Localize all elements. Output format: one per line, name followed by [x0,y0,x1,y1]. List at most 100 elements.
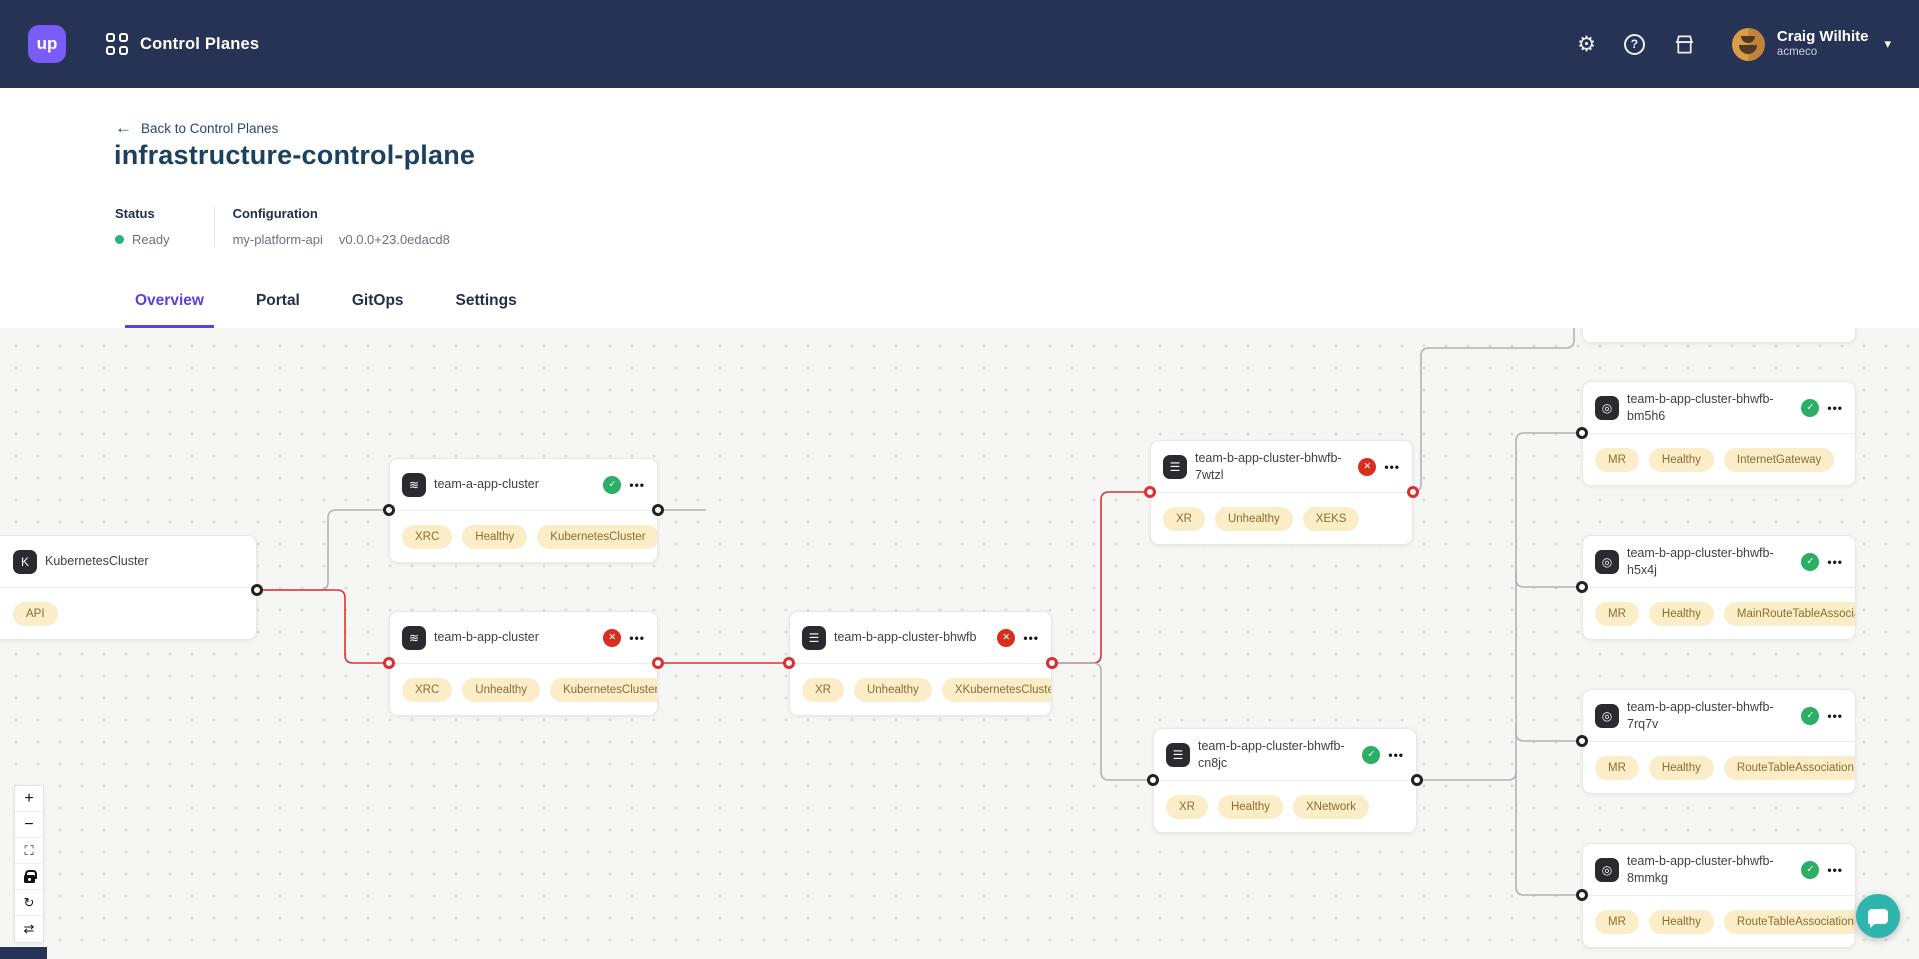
more-options-button[interactable]: ••• [1827,554,1843,569]
managed-resource-icon: ◎ [1595,857,1619,882]
badge: Healthy [1648,755,1714,780]
avatar [1731,27,1765,61]
connection-handle[interactable] [1576,735,1588,747]
node-kubernetescluster[interactable]: K KubernetesCluster API [0,535,257,640]
tab-portal[interactable]: Portal [255,292,300,309]
canvas-controls: + − ⛶ ↻ ⇄ [14,785,44,943]
app-grid-icon[interactable] [106,33,128,55]
zoom-out-button[interactable]: − [15,812,43,838]
badge: Healthy [1648,909,1714,934]
node-team-b-app-cluster-bhwfb-h5x4j[interactable]: ◎ team-b-app-cluster-bhwfb-h5x4j ✓ ••• M… [1582,535,1856,640]
back-link-label: Back to Control Planes [141,120,279,136]
connection-handle[interactable] [383,504,395,516]
more-options-button[interactable]: ••• [1023,630,1039,645]
upbound-logo[interactable]: up [28,25,66,63]
settings-gear-icon[interactable]: ⚙ [1577,32,1596,56]
node-title: team-b-app-cluster-bhwfb-7rq7v [1627,699,1774,731]
configuration-block: Configuration my-platform-api v0.0.0+23.… [213,206,494,247]
healthy-status-icon: ✓ [1801,860,1820,879]
more-options-button[interactable]: ••• [629,477,645,492]
lock-button[interactable] [15,864,43,890]
more-options-button[interactable]: ••• [629,630,645,645]
more-options-button[interactable]: ••• [1827,708,1843,723]
connection-handle[interactable] [1576,889,1588,901]
intercom-chat-button[interactable] [1856,894,1900,938]
node-title: team-b-app-cluster [434,630,539,645]
badge: MR [1595,755,1639,780]
badge: XRC [402,677,453,702]
edge-KubernetesCluster--team-b-app-cluster [257,589,389,664]
edge-team-b-app-cluster-bhwfb-7wtzl--offscreen-top [1412,328,1575,493]
node-team-a-app-cluster[interactable]: ≋ team-a-app-cluster ✓ ••• XRC Healthy K… [389,458,658,563]
connection-handle[interactable] [1576,427,1588,439]
chevron-down-icon: ▾ [1884,36,1891,51]
fit-view-button[interactable]: ⛶ [15,838,43,864]
badge: RouteTableAssociation [1723,755,1855,780]
configuration-name[interactable]: my-platform-api [232,232,323,247]
badge: Unhealthy [853,677,932,702]
user-menu[interactable]: Craig Wilhite acmeco ▾ [1731,27,1891,61]
node-team-b-app-cluster[interactable]: ≋ team-b-app-cluster ✕ ••• XRC Unhealthy… [389,611,658,716]
node-title: team-b-app-cluster-bhwfb-h5x4j [1627,545,1774,577]
edge-KubernetesCluster--team-a-app-cluster [257,509,389,591]
badge: MainRouteTableAssociation [1723,601,1855,626]
page-title: infrastructure-control-plane [114,140,476,170]
connection-handle[interactable] [1411,774,1423,786]
connection-handle[interactable] [251,584,263,596]
node-team-b-app-cluster-bhwfb-bm5h6[interactable]: ◎ team-b-app-cluster-bhwfb-bm5h6 ✓ ••• M… [1582,381,1856,486]
healthy-status-icon: ✓ [1801,398,1820,417]
connection-handle[interactable] [1144,486,1156,498]
page-header: ← Back to Control Planes infrastructure-… [0,88,1919,328]
connection-handle[interactable] [1147,774,1159,786]
tab-gitops[interactable]: GitOps [351,292,404,309]
connection-handle[interactable] [1407,486,1419,498]
connection-handle[interactable] [652,657,664,669]
badge: InternetGateway [1723,447,1835,472]
node-team-b-app-cluster-bhwfb-7rq7v[interactable]: ◎ team-b-app-cluster-bhwfb-7rq7v ✓ ••• M… [1582,689,1856,794]
more-options-button[interactable]: ••• [1827,400,1843,415]
more-options-button[interactable]: ••• [1388,747,1404,762]
node-title: KubernetesCluster [45,554,149,569]
node-title: team-a-app-cluster [434,477,539,492]
help-icon[interactable]: ? [1623,33,1645,55]
badge: Healthy [1648,601,1714,626]
resource-graph-canvas[interactable]: K KubernetesCluster API ≋ team-a-app-clu… [0,328,1919,959]
marketplace-icon[interactable] [1673,34,1696,55]
back-link[interactable]: ← Back to Control Planes [115,118,278,138]
connection-handle[interactable] [1576,581,1588,593]
tab-overview[interactable]: Overview [125,292,214,328]
rotate-button[interactable]: ↻ [15,890,43,916]
more-options-button[interactable]: ••• [1827,862,1843,877]
connection-handle[interactable] [783,657,795,669]
meta-block: Status Ready Configuration my-platform-a… [115,206,494,247]
app-title: Control Planes [140,34,260,53]
badge: Healthy [1648,447,1714,472]
node-card-partial-top[interactable] [1582,328,1856,343]
badge: Unhealthy [462,677,541,702]
badge: XR [1166,794,1208,819]
badge: KubernetesCluster [550,677,657,702]
connection-handle[interactable] [383,657,395,669]
status-value: Ready [132,232,170,247]
arrow-left-icon: ← [115,118,132,137]
node-team-b-app-cluster-bhwfb-7wtzl[interactable]: ☰ team-b-app-cluster-bhwfb-7wtzl ✕ ••• X… [1150,440,1413,545]
node-team-b-app-cluster-bhwfb[interactable]: ☰ team-b-app-cluster-bhwfb ✕ ••• XR Unhe… [789,611,1052,716]
ready-status-dot [115,235,124,244]
badge-api: API [13,601,58,626]
node-title: team-b-app-cluster-bhwfb-8mmkg [1627,853,1774,885]
node-team-b-app-cluster-bhwfb-cn8jc[interactable]: ☰ team-b-app-cluster-bhwfb-cn8jc ✓ ••• X… [1153,728,1417,833]
badge: XRC [402,524,453,549]
edge-team-b-app-cluster-bhwfb-cn8jc--team-b-app-cluster-bhwfb-h5x4j [1515,571,1582,588]
more-options-button[interactable]: ••• [1384,459,1400,474]
connection-handle[interactable] [1046,657,1058,669]
chat-bubble-icon [1868,908,1888,928]
sync-button[interactable]: ⇄ [23,921,35,936]
tab-settings[interactable]: Settings [455,292,517,309]
healthy-status-icon: ✓ [1801,706,1820,725]
claim-layers-icon: ≋ [402,625,426,650]
badge: Healthy [1217,794,1283,819]
zoom-in-button[interactable]: + [15,786,43,812]
edges-svg [257,328,1582,896]
connection-handle[interactable] [652,504,664,516]
node-team-b-app-cluster-bhwfb-8mmkg[interactable]: ◎ team-b-app-cluster-bhwfb-8mmkg ✓ ••• M… [1582,843,1856,948]
